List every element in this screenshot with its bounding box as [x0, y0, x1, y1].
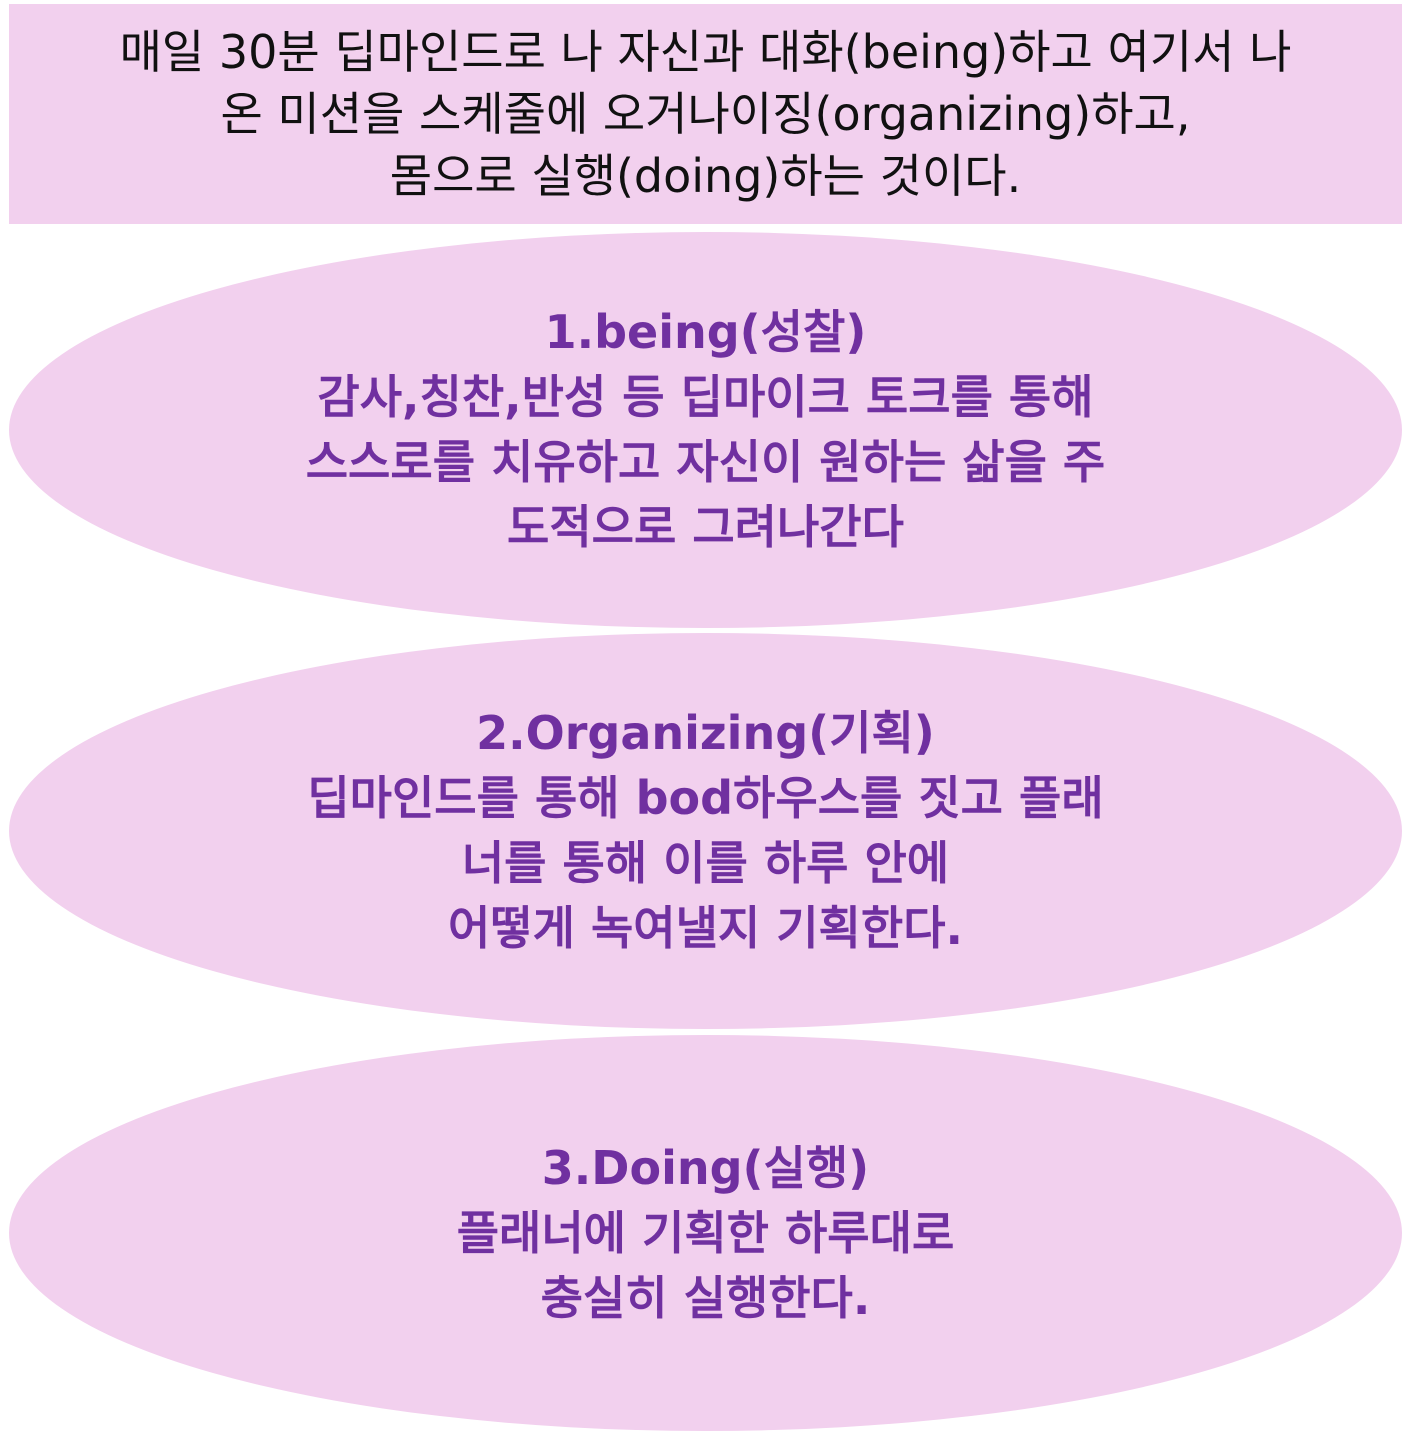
step-title: 2.Organizing(기획) [476, 706, 935, 760]
step-line: 딥마인드를 통해 bod하우스를 짓고 플래 [307, 771, 1104, 825]
step-being-ellipse: 1.being(성찰) 감사,칭찬,반성 등 딥마이크 토크를 통해 스스로를 … [9, 232, 1402, 628]
step-line: 도적으로 그려나간다 [507, 500, 904, 554]
step-line: 스스로를 치유하고 자신이 원하는 삶을 주 [305, 435, 1106, 489]
step-organizing-ellipse: 2.Organizing(기획) 딥마인드를 통해 bod하우스를 짓고 플래 … [9, 633, 1402, 1029]
step-title: 1.being(성찰) [544, 305, 867, 359]
step-line: 충실히 실행한다. [540, 1270, 871, 1325]
summary-line: 매일 30분 딥마인드로 나 자신과 대화(being)하고 여기서 나 [119, 25, 1292, 79]
summary-line: 온 미션을 스케줄에 오거나이징(organizing)하고, [220, 87, 1191, 141]
summary-line: 몸으로 실행(doing)하는 것이다. [389, 149, 1022, 203]
step-title: 3.Doing(실행) [541, 1140, 870, 1195]
step-line: 플래너에 기획한 하루대로 [456, 1205, 955, 1260]
step-line: 어떻게 녹여낼지 기획한다. [447, 901, 963, 955]
step-line: 감사,칭찬,반성 등 딥마이크 토크를 통해 [317, 370, 1094, 424]
summary-text: 매일 30분 딥마인드로 나 자신과 대화(being)하고 여기서 나 온 미… [120, 21, 1292, 207]
step-doing-ellipse: 3.Doing(실행) 플래너에 기획한 하루대로 충실히 실행한다. [9, 1035, 1402, 1431]
summary-box: 매일 30분 딥마인드로 나 자신과 대화(being)하고 여기서 나 온 미… [9, 4, 1402, 224]
step-line: 너를 통해 이를 하루 안에 [461, 836, 950, 890]
